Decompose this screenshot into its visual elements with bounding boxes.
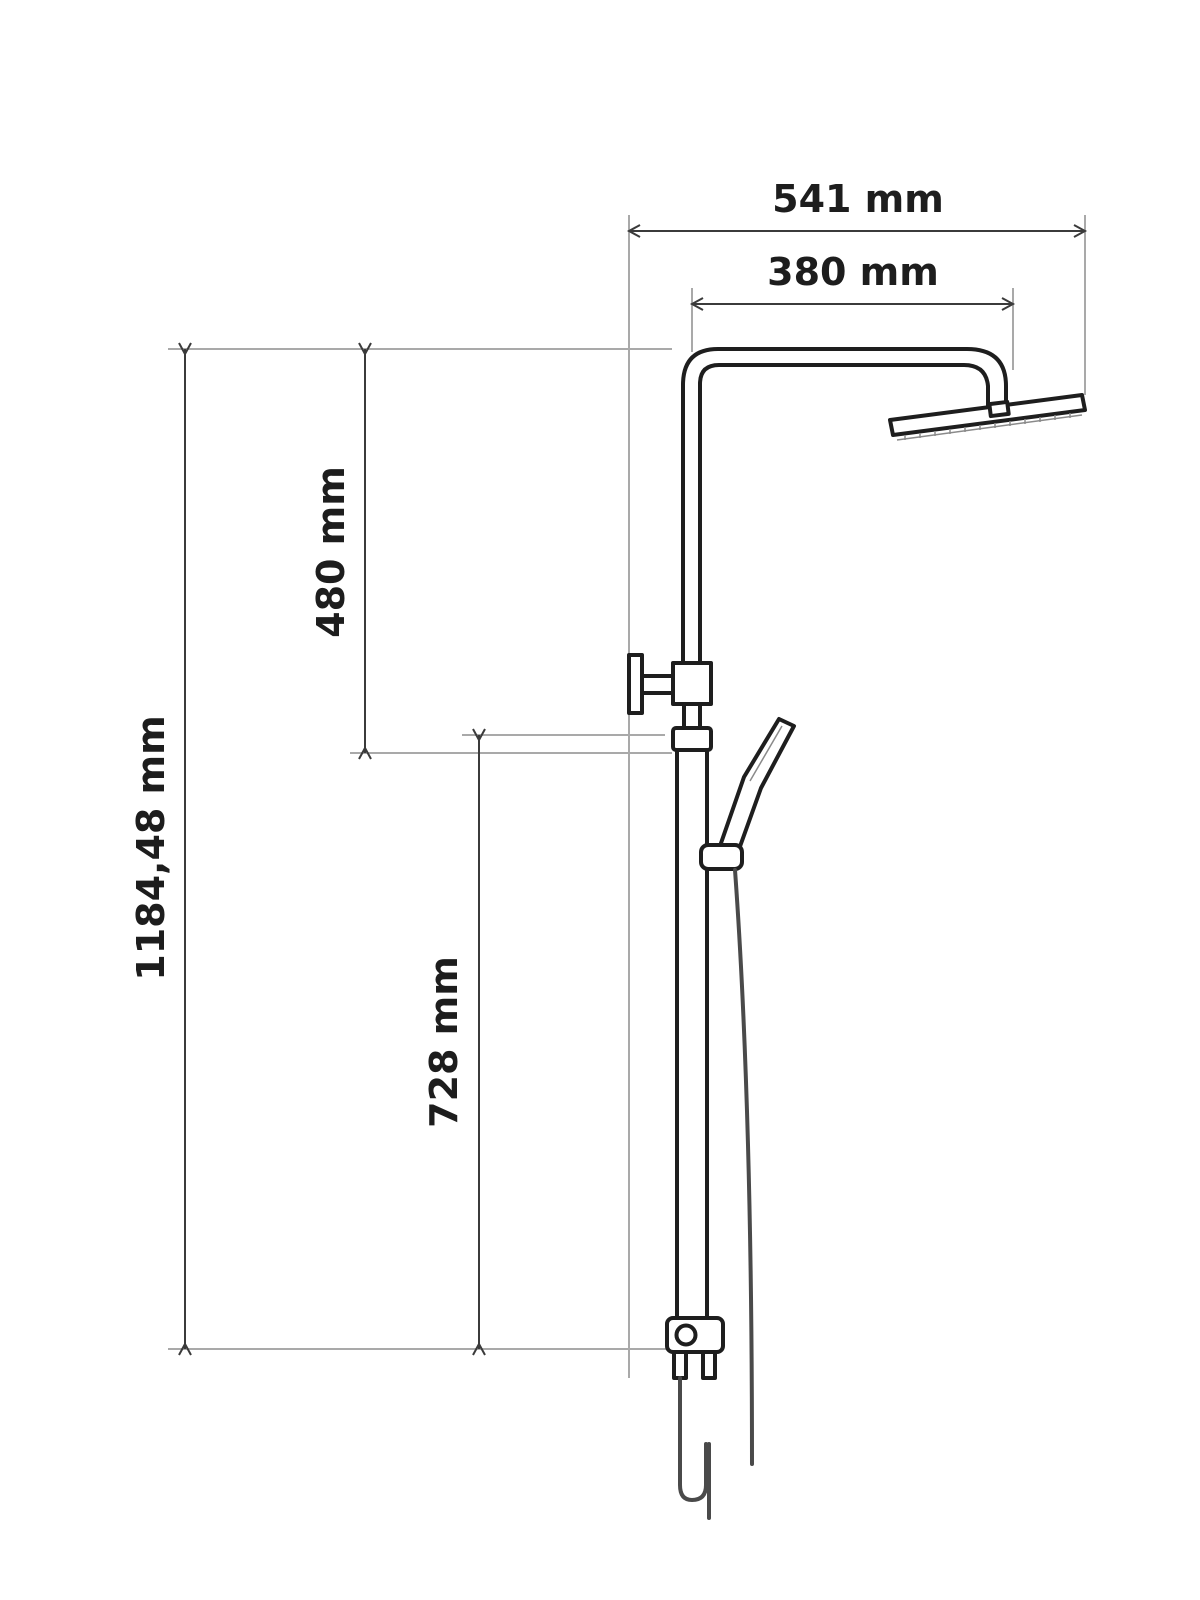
dimension-labels: 541 mm 380 mm 1184,48 mm 480 mm 728 mm [129,177,944,1128]
arrow-up-icon [358,745,372,760]
riser-arm-inner [698,363,990,667]
showerhead-connector [987,399,1011,419]
label-upper-height: 480 mm [309,466,353,638]
supply-hose-loop [678,1376,708,1503]
label-total-height: 1184,48 mm [129,715,173,981]
showerhead-plate [888,393,1087,437]
label-arm-width: 380 mm [767,250,939,294]
showerhead-nozzles [896,414,1083,441]
bottom-outlet [665,1316,725,1520]
riser-arm-outer [681,347,1008,667]
label-lower-height: 728 mm [422,956,466,1128]
hand-shower-holder [699,843,744,871]
shower-hose [733,868,754,1466]
arrow-right-icon [1001,297,1016,311]
diverter-neck [682,702,702,730]
arrow-left-icon [689,297,704,311]
outlet-leg-left [672,1350,688,1380]
arrow-right-icon [1073,224,1088,238]
rain-showerhead [888,393,1087,441]
diverter [627,653,713,730]
hand-shower [699,717,796,871]
arrow-down-icon [178,342,192,357]
outlet-connector-icon [674,1323,698,1347]
rail-top-coupling [671,726,713,752]
showerhead-nozzle-ticks [904,413,1071,440]
diverter-body [671,661,713,706]
arrow-left-icon [626,224,641,238]
arrow-up-icon [472,1341,486,1356]
hand-shower-body [718,717,796,854]
shower-assembly [627,347,1087,1520]
slide-rail [671,726,713,1320]
wall-bracket-arm [640,674,676,695]
dimension-lines [178,224,1088,1356]
hand-shower-highlight [749,725,783,782]
arrow-down-icon [472,728,486,743]
extension-lines [168,215,1086,1378]
outlet-leg-right [701,1350,717,1380]
arrow-up-icon [178,1341,192,1356]
label-overall-width: 541 mm [772,177,944,221]
arrow-down-icon [358,342,372,357]
